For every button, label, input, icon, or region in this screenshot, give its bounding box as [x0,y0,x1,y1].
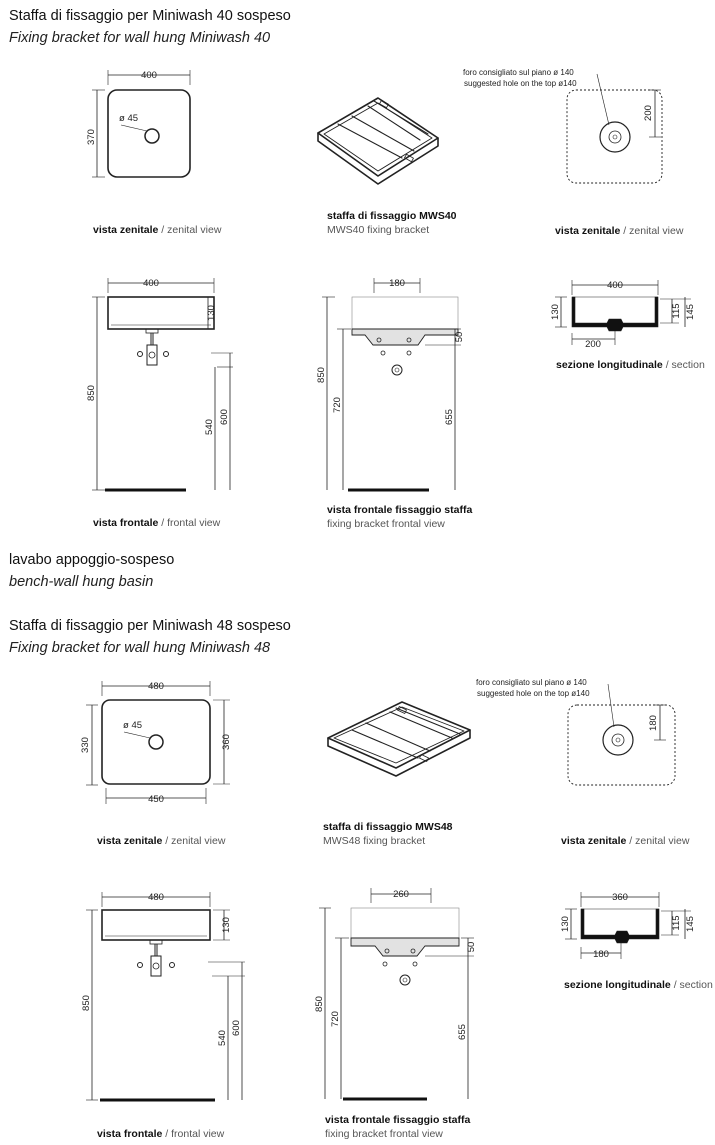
dim-600: 600 [219,409,230,425]
dim-bracket-850: 850 [316,367,327,383]
section-title-mw48: Staffa di fissaggio per Miniwash 48 sosp… [9,618,291,634]
dim48-section-115: 115 [671,915,682,930]
mw40-frontal-drawing: 400 130 850 540 600 [86,278,233,492]
section-subtitle-mw48: Fixing bracket for wall hung Miniwash 48 [9,640,271,656]
note-hole-it: foro consigliato sul piano ø 140 [463,68,574,77]
dim48-bracket-50: 50 [466,942,477,953]
mw48-hole-drawing: foro consigliato sul piano ø 140 suggest… [476,678,676,786]
section-subtitle-mw40: Fixing bracket for wall hung Miniwash 40 [9,30,271,46]
dim48-section-145: 145 [685,916,696,932]
dim48-section-width: 360 [612,892,628,903]
dim-bracket-655: 655 [444,409,455,425]
dim48-section-130: 130 [560,916,571,932]
dim48-600: 600 [231,1020,242,1036]
dim48-top-depth: 330 [80,737,91,753]
caption-frontal-40: vista frontale / frontal view [93,517,221,529]
mw48-top-view-drawing: 480 330 360 ø 45 450 [80,681,232,805]
caption-section-48: sezione longitudinale / section [564,979,713,991]
caption-zenital-40: vista zenitale / zenital view [93,224,222,236]
dim48-total-height: 850 [81,995,92,1011]
dim-front-width: 400 [143,278,159,289]
dim-section-width: 400 [607,280,623,291]
dim-section-130: 130 [550,304,561,320]
dim48-bracket-720: 720 [330,1011,341,1027]
caption-frontal-48: vista frontale / frontal view [97,1128,225,1140]
dim48-bottom-width: 450 [148,794,164,805]
dim48-hole-offset: 180 [648,715,659,731]
note48-hole-it: foro consigliato sul piano ø 140 [476,678,587,687]
note48-hole-en: suggested hole on the top ø140 [477,689,590,698]
dim-drain: ø 45 [119,113,138,124]
caption-section-40: sezione longitudinale / section [556,359,705,371]
dim-total-height: 850 [86,385,97,401]
section-title-mw40: Staffa di fissaggio per Miniwash 40 sosp… [9,8,291,24]
dim48-540: 540 [217,1030,228,1046]
mw40-hole-drawing: foro consigliato sul piano ø 140 suggest… [463,68,663,184]
dim-section-115: 115 [671,303,682,318]
dim48-top-width: 480 [148,681,164,692]
section-title-basin: lavabo appoggio-sospeso [9,552,175,568]
mw48-section-drawing: 360 130 115 145 180 [560,892,696,960]
dim-top-width: 400 [141,70,157,81]
dim-bracket-50: 50 [454,332,465,343]
mw48-bracket-frontal-drawing: 260 50 850 720 655 [314,888,477,1101]
note-hole-en: suggested hole on the top ø140 [464,79,577,88]
dim48-bracket-850: 850 [314,996,325,1012]
mw40-top-view-drawing: 400 370 ø 45 [86,70,191,178]
mw40-section-drawing: 400 130 115 145 200 [550,280,696,350]
dim-section-145: 145 [685,304,696,320]
dim-top-depth: 370 [86,129,97,145]
caption-zenital-48: vista zenitale / zenital view [97,835,226,847]
dim48-bracket-width: 260 [393,889,409,900]
dim48-top-depth-outer: 360 [221,734,232,750]
caption-zenital-48b: vista zenitale / zenital view [561,835,690,847]
caption-zenital-40b: vista zenitale / zenital view [555,225,684,237]
dim-section-200: 200 [585,339,601,350]
dim48-bracket-655: 655 [457,1024,468,1040]
dim-bracket-720: 720 [332,397,343,413]
dim-front-height: 130 [206,305,217,321]
mw40-bracket-frontal-drawing: 180 50 850 720 655 [316,278,465,492]
mw48-frontal-drawing: 480 130 850 540 600 [81,892,245,1102]
section-subtitle-basin: bench-wall hung basin [9,574,154,590]
dim-540: 540 [204,419,215,435]
dim48-drain: ø 45 [123,720,142,731]
dim48-front-height: 130 [221,917,232,933]
dim48-front-width: 480 [148,892,164,903]
mw48-bracket-iso-drawing [327,701,471,777]
dim-bracket-width: 180 [389,278,405,289]
dim-hole-offset: 200 [643,105,654,121]
dim48-section-180: 180 [593,949,609,960]
mw40-bracket-iso-drawing [317,97,439,185]
